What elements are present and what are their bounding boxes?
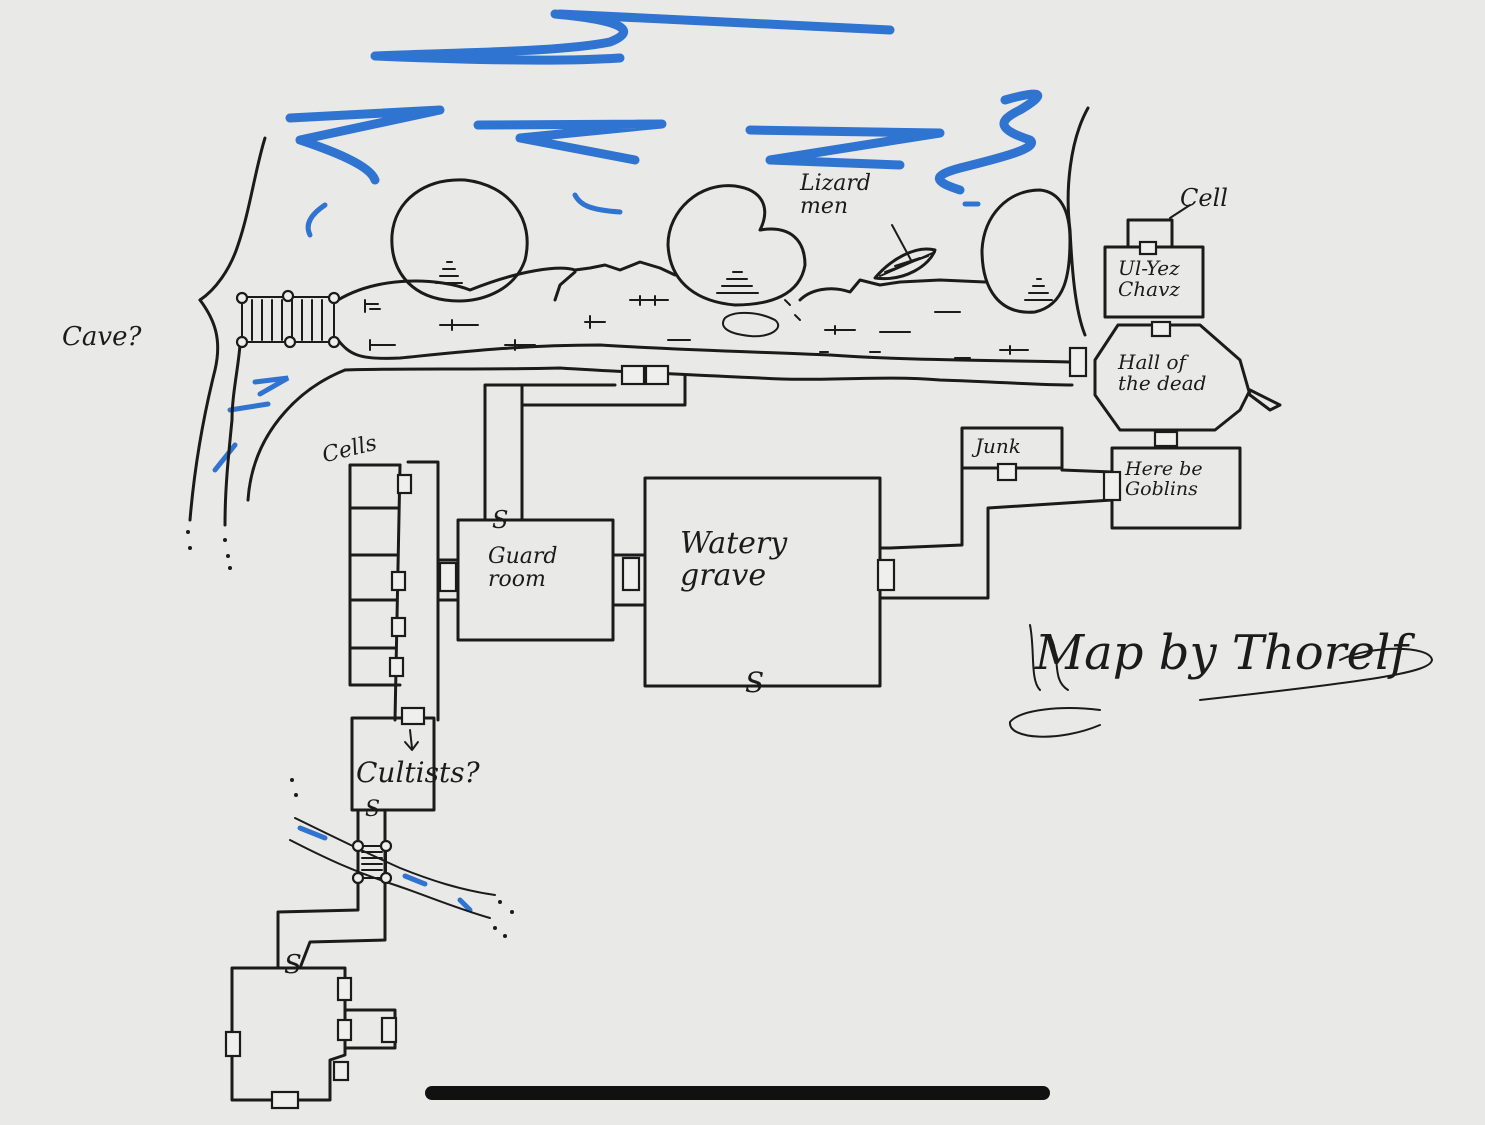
- signature-flourish: [1008, 624, 1433, 738]
- secret-door-watery-grave: S: [745, 666, 765, 699]
- label-cultists: Cultists?: [356, 756, 480, 789]
- water-strokes: [212, 9, 1043, 913]
- label-prison-cell-name: Ul-Yez Chavz: [1118, 256, 1180, 301]
- label-junk: Junk: [975, 434, 1021, 458]
- secret-door-guard-room: S: [492, 506, 509, 534]
- doors: [224, 240, 1179, 1110]
- secret-door-south: S: [284, 950, 302, 980]
- label-goblins: Here be Goblins: [1125, 458, 1203, 500]
- label-cave: Cave?: [62, 322, 142, 352]
- home-indicator[interactable]: [425, 1086, 1050, 1100]
- label-lizard-men: Lizard men: [800, 171, 871, 220]
- label-cell: Cell: [1180, 184, 1228, 212]
- cells-block: [348, 460, 460, 812]
- dotted-trails: [186, 530, 514, 938]
- bridge: [235, 289, 341, 349]
- secret-door-cultists: S: [365, 797, 381, 822]
- corridor-rubble: [364, 295, 1029, 359]
- label-hall-of-the-dead: Hall of the dead: [1118, 350, 1207, 395]
- map-credit: Map by Thorelf: [1035, 625, 1409, 681]
- boat-icon: [873, 224, 937, 281]
- label-guard-room: Guard room: [488, 544, 558, 593]
- label-watery-grave: Watery grave: [680, 526, 788, 593]
- southern-passage: [230, 808, 496, 1102]
- round-chambers: [390, 178, 1072, 338]
